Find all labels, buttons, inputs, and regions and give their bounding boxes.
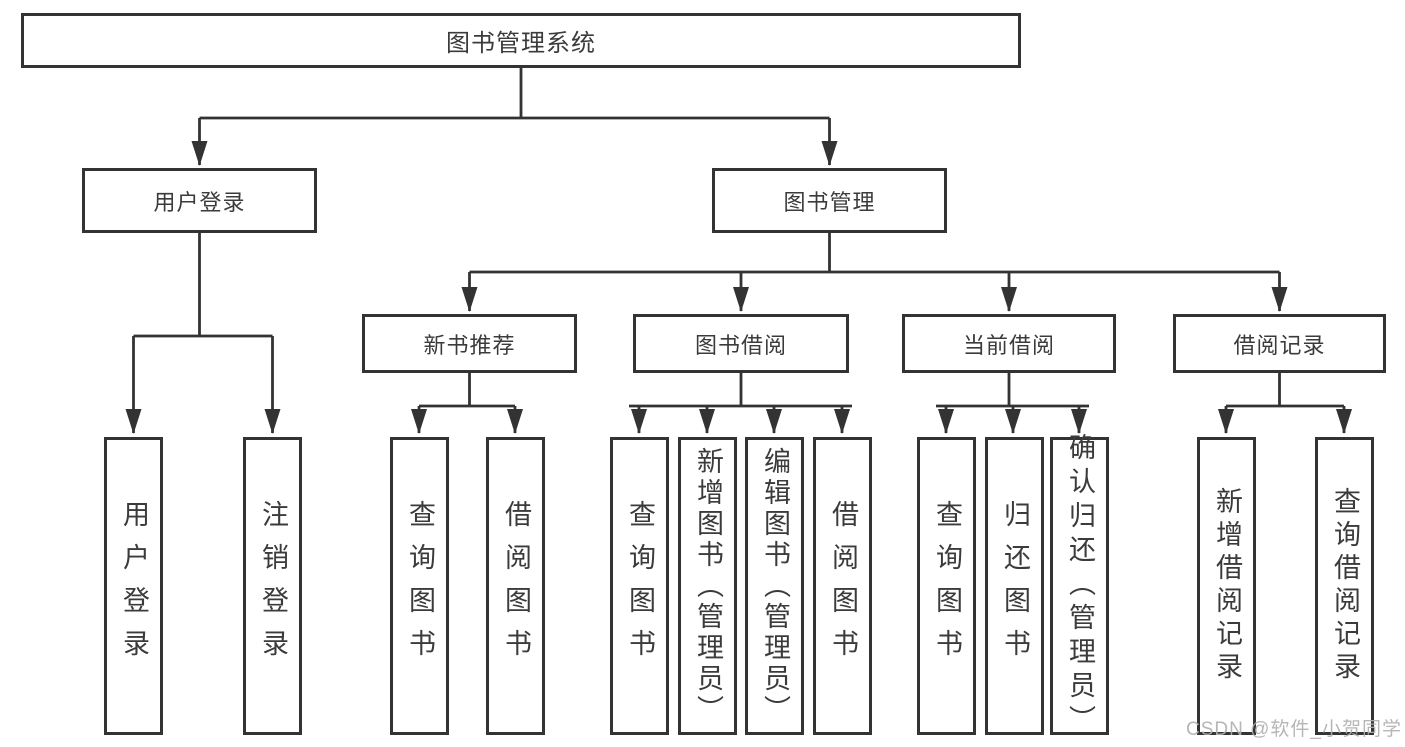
node-borrow-books: 借阅图书 (813, 437, 872, 735)
node-add-books-admin: 新增图书（管理员） (678, 437, 737, 735)
node-current-borrowing-label: 当前借阅 (962, 332, 1055, 358)
node-book-management-label: 图书管理 (783, 189, 876, 215)
node-query-borrow-record-label: 查询借阅记录 (1330, 487, 1360, 685)
node-current-borrowing: 当前借阅 (902, 314, 1116, 373)
connector-borrowrecords-trunk (1226, 373, 1344, 408)
node-book-borrowing-label: 图书借阅 (694, 332, 787, 358)
node-add-borrow-record-label: 新增借阅记录 (1212, 487, 1242, 685)
node-borrow-books-label: 借阅图书 (828, 500, 858, 672)
node-user-login-label: 用户登录 (153, 189, 246, 215)
node-logout: 注销登录 (243, 437, 302, 735)
node-confirm-return-admin-label: 确认归还（管理员） (1065, 433, 1095, 739)
node-borrow-books-recommend-label: 借阅图书 (501, 500, 531, 672)
connector-newbook-trunk (419, 373, 515, 408)
connector-bookmgmt-trunk (469, 233, 1280, 274)
node-borrowing-records-label: 借阅记录 (1233, 332, 1326, 358)
connector-currentborrow-trunk (936, 373, 1089, 408)
node-edit-books-admin-label: 编辑图书（管理员） (760, 446, 790, 726)
node-query-books-current: 查询图书 (917, 437, 976, 735)
node-borrowing-records: 借阅记录 (1173, 314, 1386, 373)
node-book-borrowing: 图书借阅 (633, 314, 849, 373)
node-user-login: 用户登录 (82, 168, 317, 233)
node-confirm-return-admin: 确认归还（管理员） (1050, 433, 1109, 739)
connector-bookborrow-trunk (629, 373, 852, 408)
node-add-books-admin-label: 新增图书（管理员） (693, 446, 723, 726)
node-query-borrow-record: 查询借阅记录 (1315, 437, 1374, 735)
csdn-watermark: CSDN @软件_小贺同学 (1186, 719, 1402, 740)
connector-userlogin-trunk (133, 233, 273, 338)
node-borrow-books-recommend: 借阅图书 (486, 437, 545, 735)
node-root-label: 图书管理系统 (446, 30, 596, 57)
node-user-login-leaf: 用户登录 (104, 437, 163, 735)
node-add-borrow-record: 新增借阅记录 (1197, 437, 1256, 735)
node-return-books-label: 归还图书 (1000, 500, 1030, 672)
node-query-books-recommend-label: 查询图书 (405, 500, 435, 672)
node-new-book-recommendation: 新书推荐 (362, 314, 577, 373)
node-logout-label: 注销登录 (258, 500, 288, 672)
connector-root-trunk (199, 68, 830, 120)
node-new-book-recommendation-label: 新书推荐 (423, 332, 516, 358)
node-edit-books-admin: 编辑图书（管理员） (745, 437, 804, 735)
node-query-books-current-label: 查询图书 (932, 500, 962, 672)
node-query-books-borrowing: 查询图书 (610, 437, 669, 735)
node-root: 图书管理系统 (21, 13, 1021, 68)
node-query-books-borrowing-label: 查询图书 (625, 500, 655, 672)
node-user-login-leaf-label: 用户登录 (119, 500, 149, 672)
node-return-books: 归还图书 (985, 437, 1044, 735)
node-book-management: 图书管理 (712, 168, 947, 233)
node-query-books-recommend: 查询图书 (390, 437, 449, 735)
